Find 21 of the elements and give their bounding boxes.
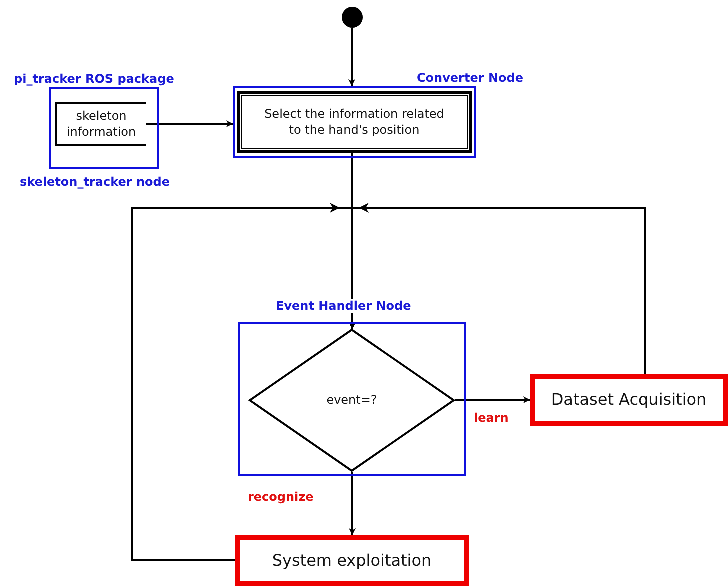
process-box [235, 535, 469, 586]
decision-diamond [249, 329, 455, 472]
edge-label: learn [473, 411, 510, 425]
process-box [55, 102, 146, 146]
edge-label: recognize [247, 490, 315, 504]
arrow [146, 120, 234, 128]
node-text: skeleton information [66, 108, 138, 140]
arrow [348, 28, 356, 86]
process-box [530, 374, 728, 426]
node-text: Select the information related to the hand's position [264, 106, 446, 138]
node-text: System exploitation [272, 550, 432, 572]
node-label: pi_tracker ROS package [14, 72, 174, 86]
arrow [349, 472, 356, 536]
arrow [349, 203, 646, 374]
node-label: Event Handler Node [276, 299, 412, 313]
node-text: event=? [326, 392, 378, 409]
node-text: Dataset Acquisition [551, 389, 707, 411]
arrow [455, 396, 530, 404]
start-circle [342, 7, 363, 28]
node-label: skeleton_tracker node [20, 175, 170, 189]
node-label: Converter Node [417, 71, 524, 85]
